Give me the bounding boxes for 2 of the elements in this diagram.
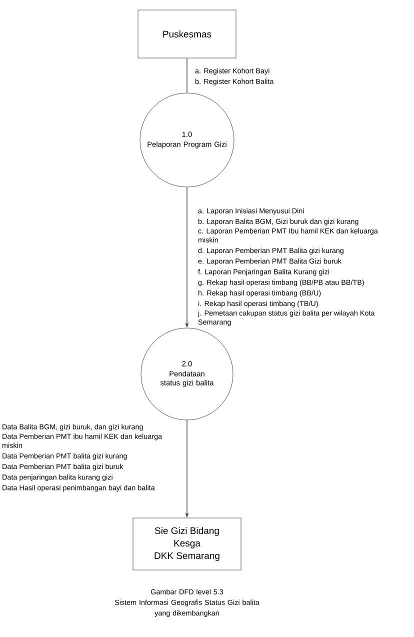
entity-box: Sie Gizi Bidang Kesga DKK Semarang	[132, 518, 242, 570]
entity-box: Puskesmas	[138, 10, 236, 58]
